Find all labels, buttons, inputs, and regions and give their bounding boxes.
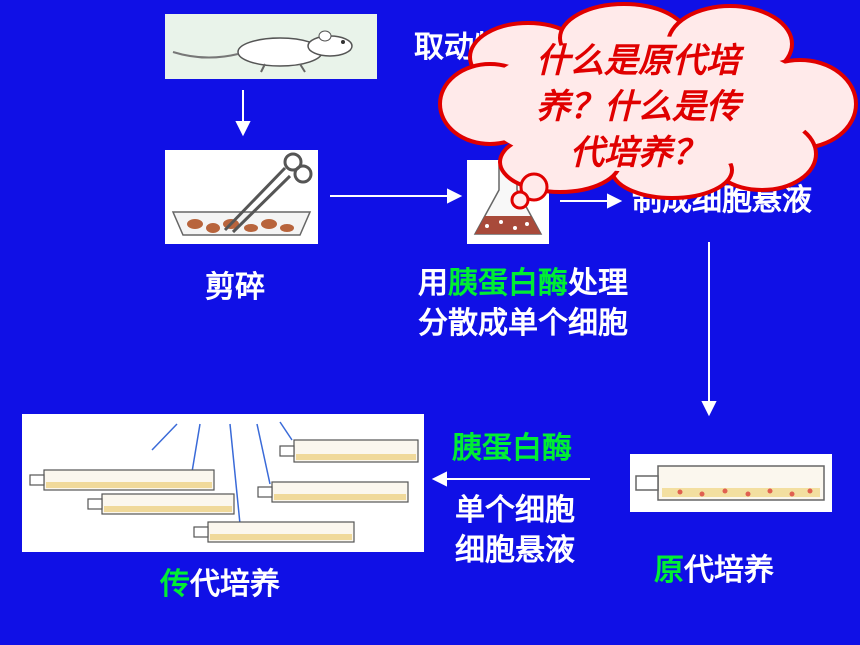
- passage-culture-rest: 代培养: [190, 567, 280, 602]
- mince-label: 剪碎: [205, 270, 265, 305]
- trypsin-step-label: 用胰蛋白酶处理: [418, 266, 628, 302]
- enzyme-label: 胰蛋白酶: [452, 431, 572, 466]
- primary-culture-first-char: 原: [654, 553, 684, 588]
- cloud-question-line-2: 养？什么是传: [536, 87, 740, 127]
- cloud-question-text: 什么是原代培 养？什么是传 代培养？: [478, 38, 798, 176]
- cloud-question-line-3: 代培养？: [570, 133, 706, 173]
- trypsin-step-enzyme: 胰蛋白酶: [448, 266, 568, 301]
- disperse-label: 分散成单个细胞: [418, 306, 628, 341]
- cloud-question-line-1: 什么是原代培: [536, 41, 740, 81]
- trypsin-step-prefix: 用: [418, 266, 448, 301]
- passage-culture-first-char: 传: [160, 567, 190, 602]
- primary-culture-rest: 代培养: [684, 553, 774, 588]
- trypsin-step-suffix: 处理: [568, 266, 628, 301]
- primary-culture-label: 原代培养: [654, 553, 774, 589]
- single-cell-label: 单个细胞: [455, 493, 575, 528]
- cell-suspension-label: 细胞悬液: [455, 533, 575, 568]
- scissors-dish-image: [165, 150, 318, 244]
- passage-culture-label: 传代培养: [160, 567, 280, 603]
- primary-culture-bottle-image: [630, 454, 832, 512]
- passage-culture-bottles-image: [22, 414, 424, 552]
- mouse-image: [165, 14, 377, 79]
